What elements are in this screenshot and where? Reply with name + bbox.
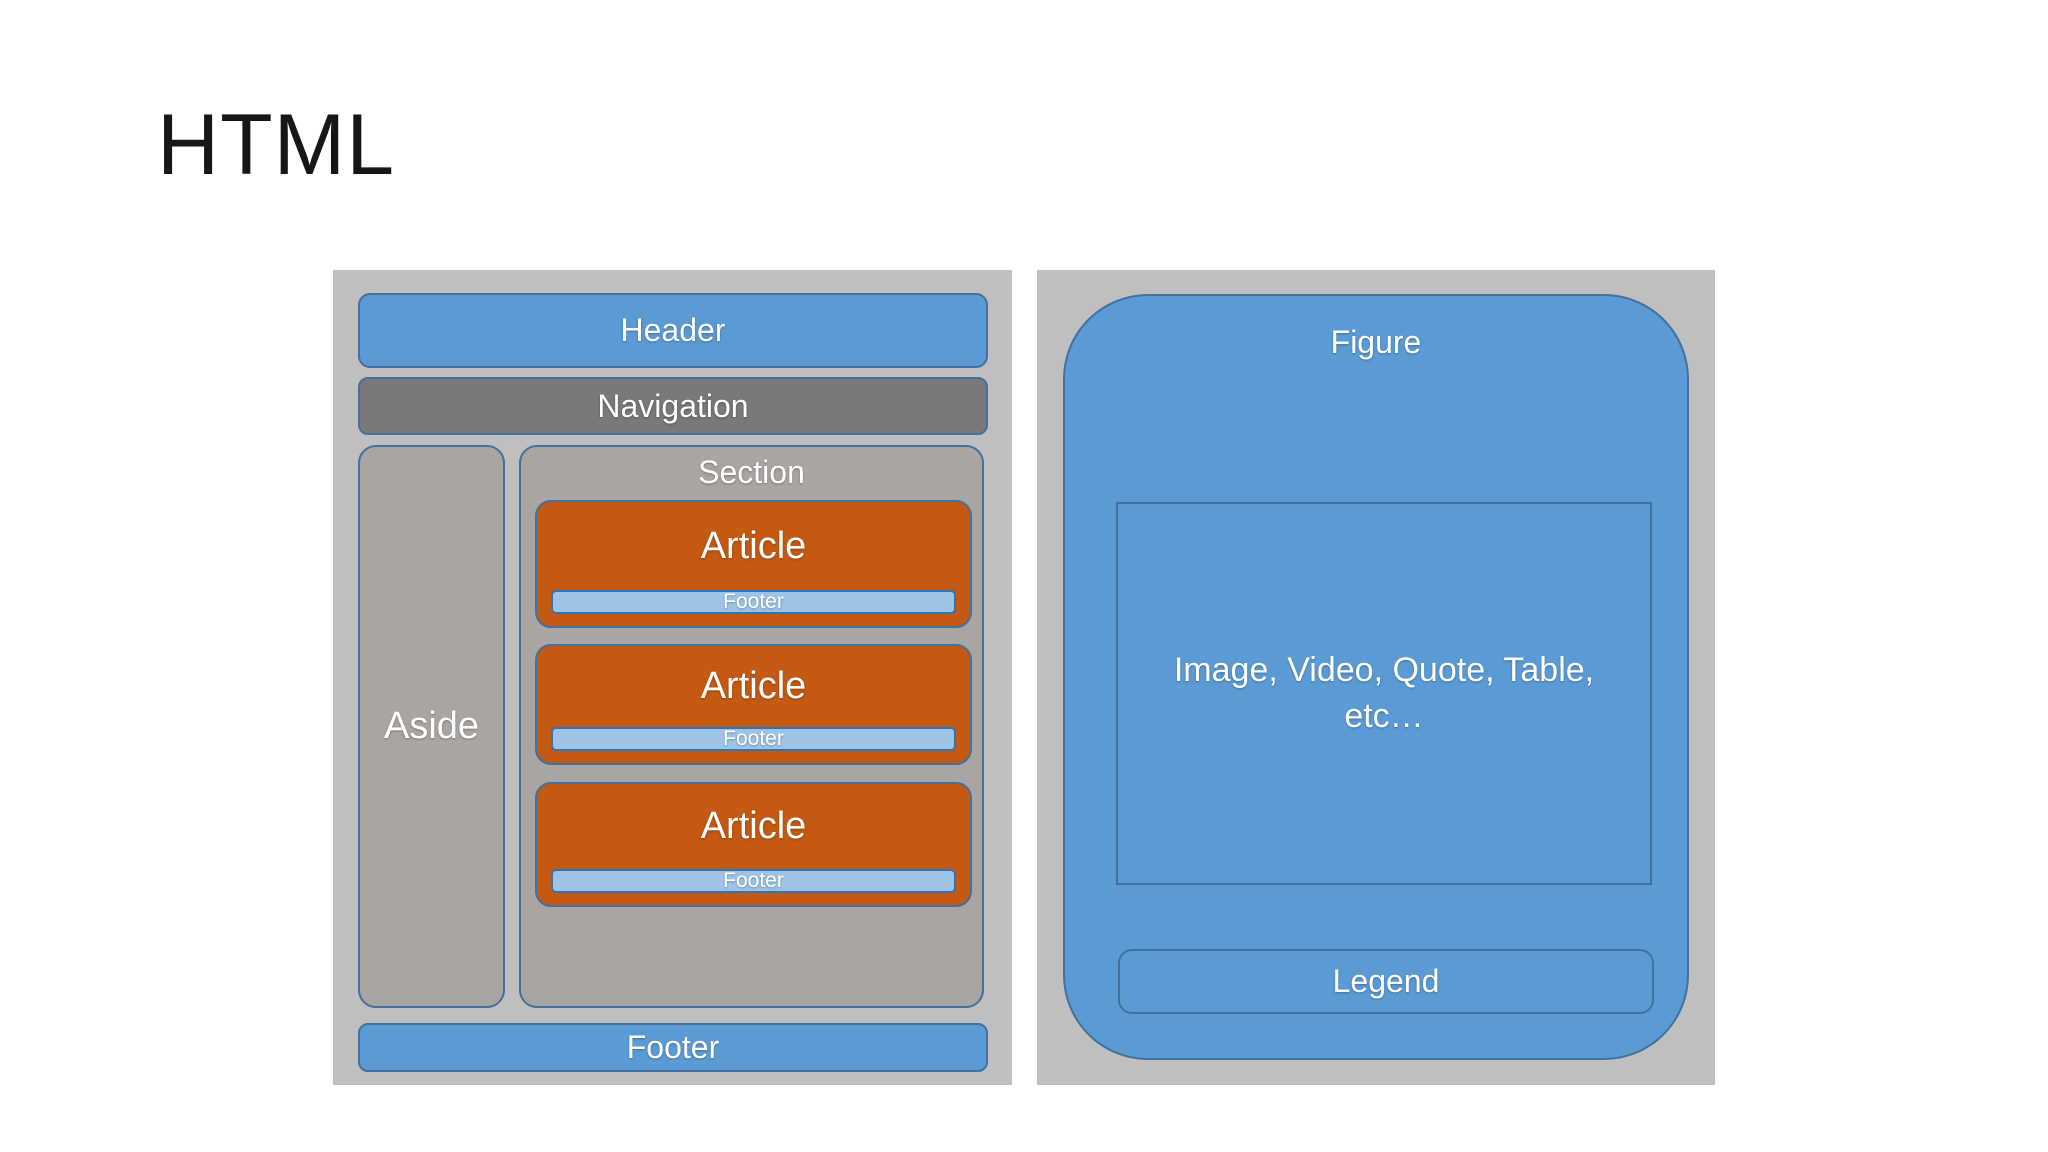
navigation-box: Navigation: [358, 377, 988, 435]
header-label: Header: [620, 312, 726, 348]
article-box-3: Article Footer: [535, 782, 972, 907]
figure-box: Figure Image, Video, Quote, Table, etc… …: [1063, 294, 1689, 1060]
article-footer-box-3: Footer: [551, 869, 956, 893]
header-box: Header: [358, 293, 988, 368]
article-title: Article: [537, 502, 970, 590]
article-footer-label: Footer: [723, 869, 784, 892]
figure-diagram-panel: Figure Image, Video, Quote, Table, etc… …: [1037, 270, 1715, 1085]
section-label: Section: [698, 453, 805, 490]
page-title: HTML: [157, 97, 396, 193]
article-box-2: Article Footer: [535, 644, 972, 765]
footer-label: Footer: [626, 1029, 720, 1065]
figure-label: Figure: [1330, 323, 1422, 360]
article-footer-label: Footer: [723, 590, 784, 613]
article-title: Article: [537, 646, 970, 727]
article-footer-box-2: Footer: [551, 727, 956, 751]
section-box: Section Article Footer Article Footer: [519, 445, 984, 1008]
legend-label: Legend: [1332, 963, 1440, 999]
page-layout-diagram-panel: Header Navigation Aside Section Article …: [333, 270, 1012, 1085]
aside-label: Aside: [383, 705, 480, 747]
article-footer-box-1: Footer: [551, 590, 956, 614]
figure-title: Figure: [1065, 296, 1687, 380]
navigation-label: Navigation: [597, 387, 749, 424]
article-footer-label: Footer: [723, 727, 784, 750]
article-box-1: Article Footer: [535, 500, 972, 628]
legend-box: Legend: [1118, 949, 1654, 1014]
article-title: Article: [537, 784, 970, 869]
aside-box: Aside: [358, 445, 505, 1008]
article-label: Article: [700, 524, 807, 567]
footer-box: Footer: [358, 1023, 988, 1072]
article-label: Article: [700, 665, 807, 707]
figure-content-label: Image, Video, Quote, Table, etc…: [1173, 650, 1595, 735]
section-title: Section: [521, 447, 982, 497]
article-label: Article: [700, 805, 807, 847]
figure-content-box: Image, Video, Quote, Table, etc…: [1116, 502, 1652, 885]
